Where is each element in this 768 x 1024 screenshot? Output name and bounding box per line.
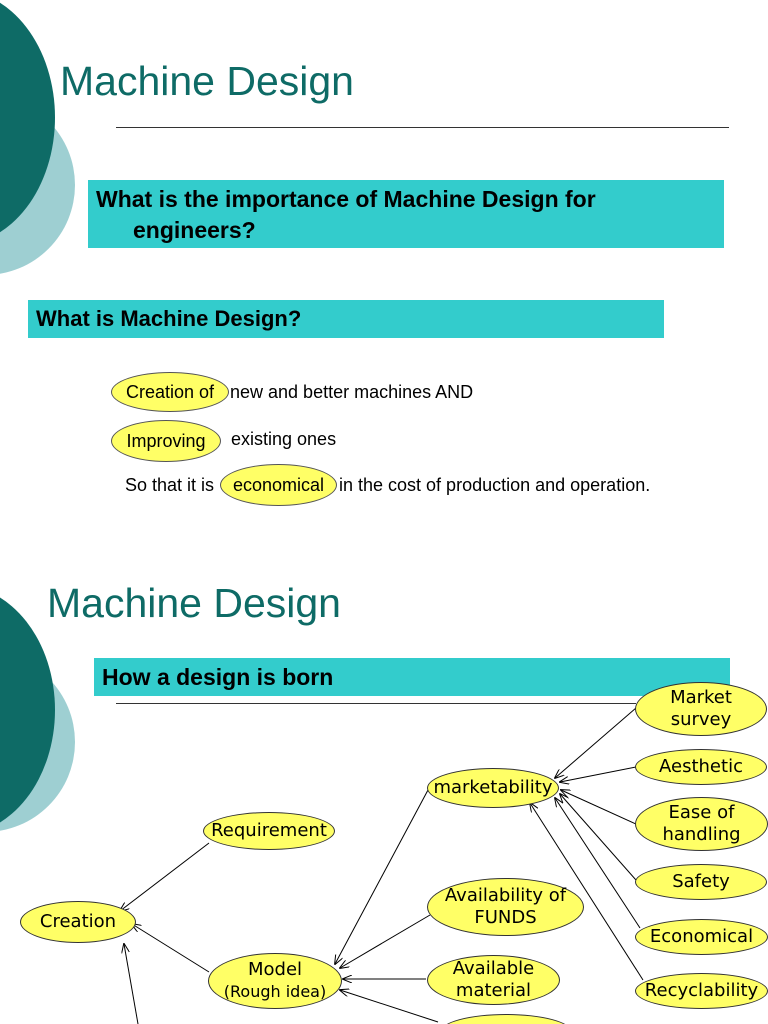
arrow-model-to-creation [132, 924, 210, 973]
slide-title: Machine Design [47, 580, 341, 626]
title-rule [116, 127, 729, 128]
line-1-text: new and better machines AND [230, 382, 474, 402]
arrow-requirement-to-creation [120, 842, 210, 911]
arrow-recyclability-to-marketability [530, 803, 644, 981]
node-material-line-1: Available [452, 958, 535, 979]
line-3-text: in the cost of production and operation. [339, 475, 651, 495]
arrow-market-survey-to-marketability [555, 707, 637, 778]
line-2-text: existing ones [231, 429, 337, 449]
node-material-line-2: material [455, 980, 532, 1001]
subtitle-box: How a design is born [94, 658, 730, 696]
arrow-offpage-to-model [340, 990, 439, 1023]
node-marketability: marketability [427, 768, 559, 808]
slide-2: Machine Design How a design is born Mark [0, 560, 768, 1024]
arrow-marketability-to-model [335, 789, 429, 964]
node-market-survey-line-2: survey [670, 709, 732, 730]
node-market-survey-line-1: Market [670, 687, 732, 708]
title-rule [116, 703, 636, 704]
slide-1: Machine Design What is the importance of… [0, 0, 729, 506]
diagram-arrows [0, 707, 644, 1024]
question-box: What is the importance of Machine Design… [88, 180, 724, 248]
oval-improving: Improving [111, 420, 221, 462]
node-funds-line-1: Availability of [444, 885, 567, 906]
node-funds-line-2: FUNDS [474, 907, 537, 928]
arrow-safety-to-marketability [560, 794, 637, 881]
subtitle-box: What is Machine Design? [28, 300, 664, 338]
question-line-1: What is the importance of Machine Design… [96, 186, 596, 212]
node-requirement: Requirement [203, 812, 335, 850]
node-safety: Safety [635, 864, 767, 900]
question-line-2: engineers? [133, 217, 256, 243]
node-model: Model (Rough idea) [208, 953, 342, 1009]
line-3-prefix: So that it is [125, 475, 215, 495]
slide-title: Machine Design [60, 58, 354, 104]
node-ease-line-1: Ease of [668, 802, 735, 823]
arrow-funds-to-model [340, 914, 431, 968]
arrow-aesthetic-to-marketability [560, 766, 637, 782]
node-model-line-2: (Rough idea) [223, 982, 327, 1001]
arrow-economical-to-marketability [555, 798, 641, 929]
oval-economical: economical [220, 464, 337, 506]
node-creation: Creation [20, 901, 136, 943]
node-economical: Economical [635, 919, 768, 955]
node-ease-line-2: handling [662, 824, 741, 845]
arrow-ease-to-marketability [561, 790, 637, 825]
node-aesthetic: Aesthetic [635, 749, 767, 785]
arrow-to-creation [124, 944, 139, 1024]
node-recyclability: Recyclability [635, 973, 768, 1009]
oval-creation-of: Creation of [111, 372, 229, 412]
node-model-line-1: Model [247, 959, 303, 980]
